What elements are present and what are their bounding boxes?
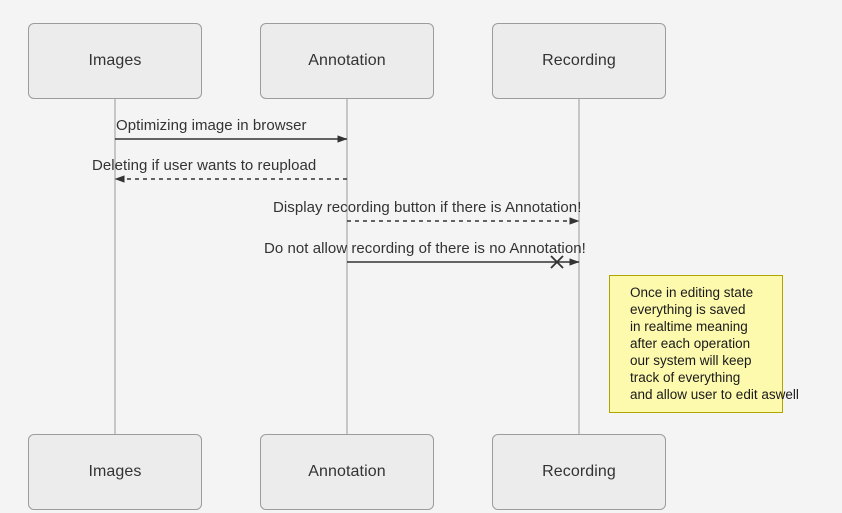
- message-arrow-m4[interactable]: [347, 255, 580, 269]
- message-blocked-cross-icon: [550, 255, 564, 269]
- message-label-m3[interactable]: Display recording button if there is Ann…: [273, 199, 582, 216]
- actor-label: Recording: [542, 463, 616, 480]
- actor-box-bottom-recording[interactable]: Recording: [492, 434, 666, 510]
- message-label-m2[interactable]: Deleting if user wants to reupload: [92, 157, 317, 174]
- actor-label: Annotation: [308, 52, 386, 69]
- messages-group: [114, 135, 580, 269]
- actor-label: Images: [88, 52, 142, 69]
- actor-label: Images: [88, 463, 142, 480]
- actor-label: Annotation: [308, 463, 386, 480]
- note-note1[interactable]: Once in editing state everything is save…: [609, 275, 799, 413]
- note-text: Once in editing state everything is save…: [630, 285, 799, 402]
- actor-box-bottom-images[interactable]: Images: [28, 434, 202, 510]
- actor-box-top-annotation[interactable]: Annotation: [260, 23, 434, 99]
- actor-box-bottom-annotation[interactable]: Annotation: [260, 434, 434, 510]
- message-label-m1[interactable]: Optimizing image in browser: [116, 117, 307, 134]
- message-label-m4[interactable]: Do not allow recording of there is no An…: [264, 240, 586, 257]
- lifelines-group: [114, 99, 580, 434]
- actor-label: Recording: [542, 52, 616, 69]
- actor-box-top-images[interactable]: Images: [28, 23, 202, 99]
- actor-box-top-recording[interactable]: Recording: [492, 23, 666, 99]
